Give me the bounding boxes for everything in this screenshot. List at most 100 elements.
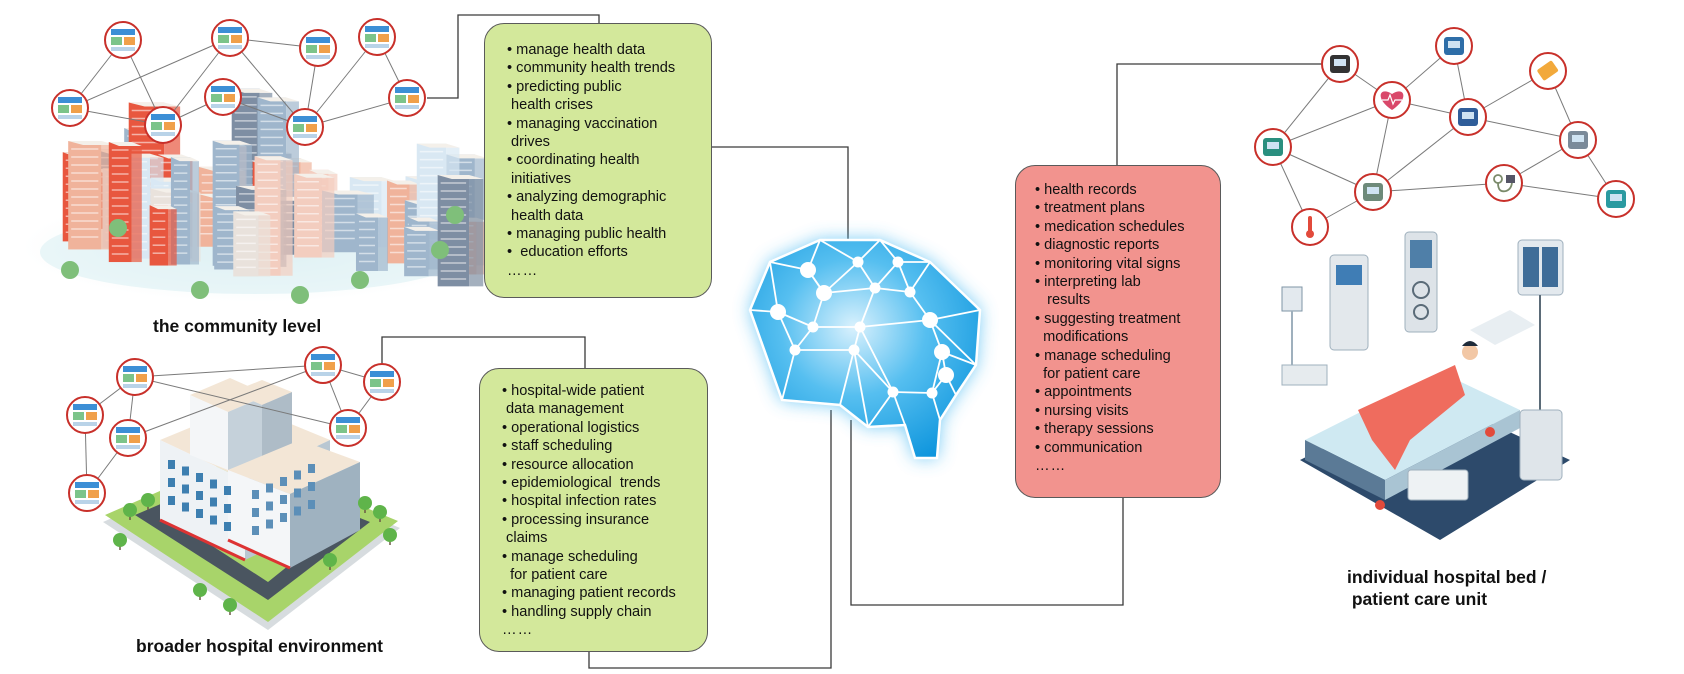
patient-unit-label-line1: individual hospital bed / <box>1347 567 1547 587</box>
task-item: • medication schedules <box>1035 218 1185 235</box>
task-item: • interpreting lab <box>1035 274 1141 291</box>
task-item: • manage scheduling <box>1035 347 1171 364</box>
brain-node <box>854 321 866 333</box>
app-screen-icon <box>144 106 182 144</box>
task-item: drives <box>507 134 550 151</box>
brain-node <box>816 285 832 301</box>
task-item: health crises <box>507 97 593 114</box>
control-panel-icon <box>1435 27 1473 65</box>
network-edge <box>1372 116 1469 193</box>
task-item: • managing vaccination <box>507 115 658 132</box>
task-item: • processing insurance <box>502 511 650 528</box>
hospital-bed-illustration <box>1281 231 1570 540</box>
app-screen-icon <box>388 79 426 117</box>
brain-node <box>922 312 938 328</box>
task-item: • managing patient records <box>502 585 676 602</box>
task-item: • managing public health <box>507 226 667 243</box>
app-screen-icon <box>116 358 154 396</box>
patient-unit-tasks-box: • health records• treatment plans• medic… <box>1015 165 1221 498</box>
app-screen-icon <box>109 419 147 457</box>
task-item: • diagnostic reports <box>1035 237 1160 254</box>
medical-device-network <box>1254 27 1635 246</box>
task-item: • education efforts <box>507 244 628 261</box>
network-edge <box>127 364 324 439</box>
task-item: claims <box>502 530 548 547</box>
app-screen-icon <box>204 78 242 116</box>
medical-scale-icon <box>1559 121 1597 159</box>
pill-box-icon <box>1529 52 1567 90</box>
task-item: • appointments <box>1035 384 1132 401</box>
app-screen-icon <box>211 19 249 57</box>
brain-network-icon <box>748 238 982 460</box>
heart-rate-icon <box>1373 81 1411 119</box>
task-item: • handling supply chain <box>502 603 652 620</box>
task-item: • analyzing demographic <box>507 189 667 206</box>
task-item: • manage health data <box>507 42 646 58</box>
app-screen-icon <box>68 474 106 512</box>
brain-node <box>938 367 954 383</box>
community-more-ellipsis: …… <box>507 262 539 279</box>
task-item: • resource allocation <box>502 456 634 473</box>
network-edge <box>69 37 231 109</box>
city-skyline-illustration <box>23 88 491 304</box>
connector-community-network-to-box <box>427 14 600 99</box>
app-screen-icon <box>329 409 367 447</box>
community-tasks-box: • manage health data • community health t… <box>484 23 712 298</box>
network-edge <box>304 36 378 128</box>
task-item: for patient care <box>502 567 608 584</box>
task-item: • coordinating health <box>507 152 640 169</box>
app-screen-icon <box>363 363 401 401</box>
brain-node <box>934 344 950 360</box>
brain-node <box>904 286 916 298</box>
connector-hospital-network-to-box <box>381 336 586 368</box>
brain-node <box>770 304 786 320</box>
connector-hospital-box-to-brain <box>588 410 832 669</box>
brain-node <box>800 262 816 278</box>
task-item: • therapy sessions <box>1035 421 1154 438</box>
task-item: • hospital-wide patient <box>502 383 645 399</box>
app-screen-icon <box>66 396 104 434</box>
infusion-pump-icon <box>1597 180 1635 218</box>
task-item: • operational logistics <box>502 419 640 436</box>
network-edge <box>134 376 349 429</box>
hospital-environment-label: broader hospital environment <box>136 636 383 656</box>
patient-monitor-icon <box>1449 98 1487 136</box>
brain-node <box>789 344 801 356</box>
app-screen-icon <box>358 18 396 56</box>
task-item: • treatment plans <box>1035 200 1145 217</box>
patient-unit-label-line2: patient care unit <box>1347 589 1488 609</box>
network-edge <box>1272 99 1393 148</box>
brain-node <box>852 256 864 268</box>
task-item: • predicting public <box>507 78 622 95</box>
task-item: • epidemiological trends <box>502 475 661 492</box>
community-tasks-list: • manage health data • community health t… <box>507 41 711 262</box>
task-item: • nursing visits <box>1035 402 1129 419</box>
brain-node <box>807 321 819 333</box>
patient-unit-more-ellipsis: …… <box>1035 458 1067 475</box>
patient-unit-tasks-list: • health records• treatment plans• medic… <box>1035 181 1220 457</box>
connector-lines <box>381 14 1322 669</box>
hospital-building-illustration <box>103 378 400 630</box>
hospital-more-ellipsis: …… <box>502 622 534 639</box>
app-screen-icon <box>286 108 324 146</box>
task-item: data management <box>502 401 624 418</box>
brain-node <box>892 256 904 268</box>
task-item: • community health trends <box>507 60 676 77</box>
task-item: for patient care <box>1035 366 1141 383</box>
hospital-tasks-box: • hospital-wide patient data management•… <box>479 368 708 652</box>
task-item: results <box>1035 292 1091 309</box>
app-screen-icon <box>51 89 89 127</box>
task-item: • monitoring vital signs <box>1035 255 1181 272</box>
connector-community-box-to-brain <box>712 146 849 240</box>
task-item: • hospital infection rates <box>502 493 657 510</box>
connector-brain-to-patient-box <box>850 420 1124 606</box>
task-item: • suggesting treatment <box>1035 310 1181 327</box>
network-edge <box>134 364 324 378</box>
medical-records-icon <box>1321 45 1359 83</box>
brain-node <box>848 344 860 356</box>
task-item: modifications <box>1035 329 1129 346</box>
nebulizer-icon <box>1354 173 1392 211</box>
task-item: health data <box>507 207 584 224</box>
thermometer-icon <box>1291 208 1329 246</box>
